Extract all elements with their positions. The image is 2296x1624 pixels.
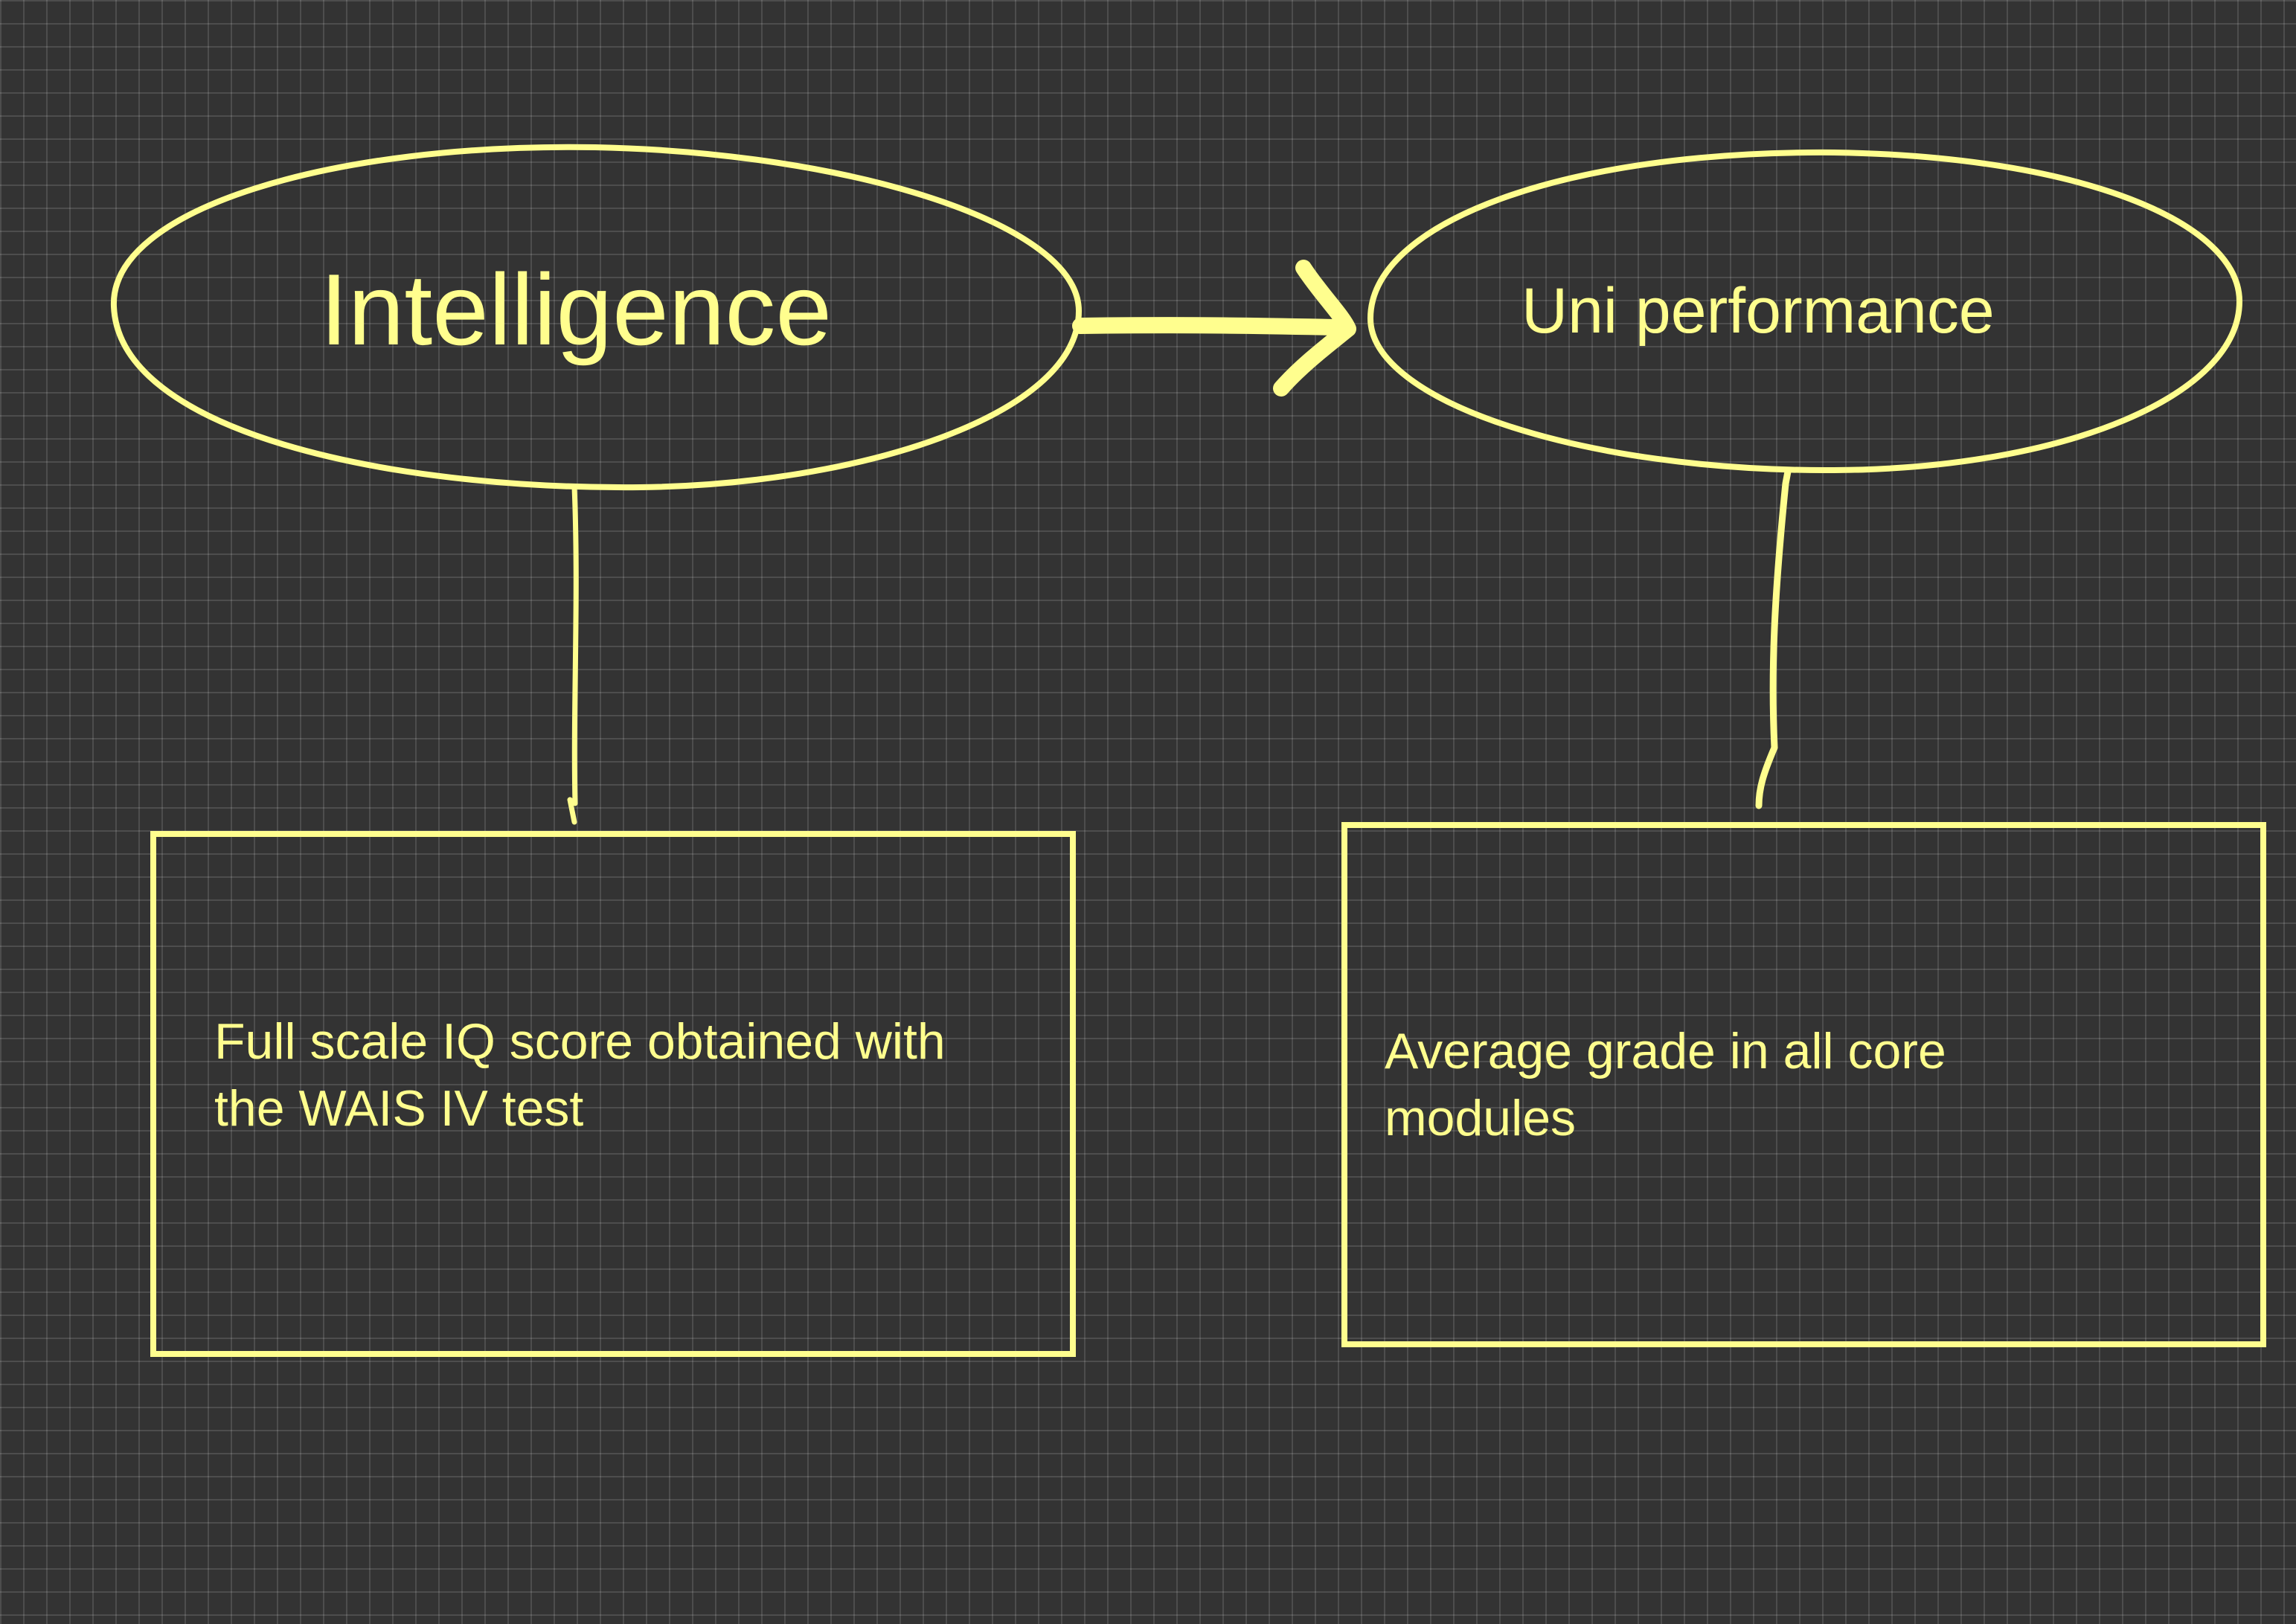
intelligence-measure-text: Full scale IQ score obtained with the WA… [214, 1008, 946, 1142]
intelligence-label: Intelligence [320, 253, 833, 366]
uni-performance-label: Uni performance [1521, 275, 1995, 347]
intelligence-connector [567, 484, 579, 825]
uni-performance-measure-text: Average grade in all core modules [1385, 1018, 1946, 1152]
intelligence-measure-line-2: the WAIS IV test [214, 1080, 584, 1137]
causal-arrow-head [1273, 260, 1356, 397]
uni-performance-measure-line-1: Average grade in all core [1385, 1023, 1946, 1079]
uni-performance-measure-line-2: modules [1385, 1090, 1577, 1146]
intelligence-measure-line-1: Full scale IQ score obtained with [214, 1013, 946, 1070]
uni-performance-ellipse[interactable] [1367, 149, 2242, 474]
uni-performance-connector [1755, 468, 1792, 809]
intelligence-ellipse[interactable] [110, 144, 1082, 491]
causal-arrow-shaft [1072, 317, 1347, 336]
intelligence-measure-box[interactable] [150, 831, 1076, 1357]
uni-performance-measure-box[interactable] [1341, 822, 2266, 1347]
